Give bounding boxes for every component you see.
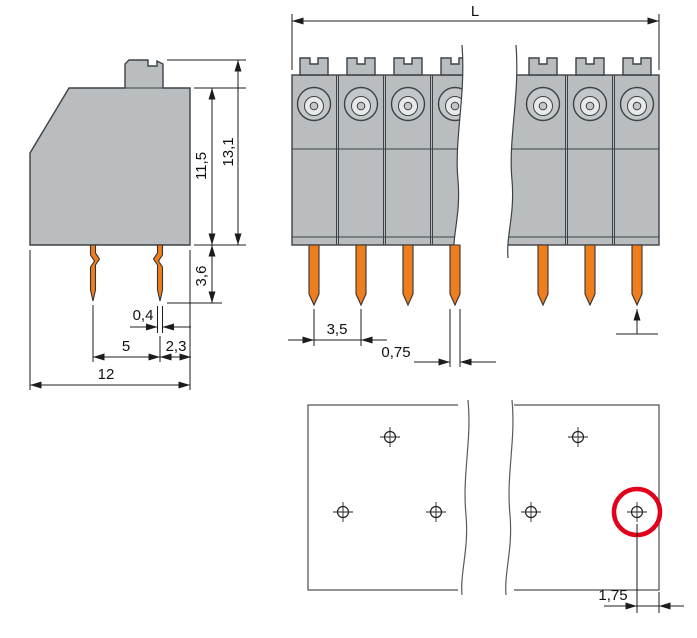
clamp-port <box>296 86 332 122</box>
latch-tab <box>299 57 329 76</box>
dim-label-overall-length: L <box>471 3 479 20</box>
dim-label-pitch: 3,5 <box>327 321 348 338</box>
dim-label-pin-thickness: 0,4 <box>133 307 154 324</box>
solder-pin <box>402 244 414 306</box>
side-view: 11,5 13,1 3,6 0,4 5 2,3 12 <box>29 59 246 390</box>
solder-pin <box>355 244 367 306</box>
clamp-port <box>525 86 561 122</box>
front-view: L 3,5 0,75 <box>288 3 660 367</box>
dim-label-depth: 12 <box>98 366 115 383</box>
dim-hole-to-edge <box>604 524 684 613</box>
break-gap <box>458 400 514 595</box>
solder-pin <box>584 244 596 306</box>
clamp-port <box>390 86 426 122</box>
clamp-port <box>343 86 379 122</box>
unit-separators <box>336 75 615 245</box>
dim-label-pin-to-edge: 2,3 <box>166 338 187 355</box>
side-extension-lines <box>29 59 246 390</box>
clamp-port <box>619 86 655 122</box>
dim-label-pin-spacing: 5 <box>122 338 130 355</box>
solder-pin <box>537 244 549 306</box>
dim-label-pin-width: 0,75 <box>381 344 410 361</box>
housing-body <box>29 59 191 246</box>
dim-pitch <box>288 309 387 346</box>
solder-pin <box>449 244 461 306</box>
break-line <box>453 44 464 259</box>
solder-pin <box>152 244 164 302</box>
latch-tab <box>575 57 605 76</box>
break-line <box>505 399 514 596</box>
dim-label-total-height: 13,1 <box>220 137 237 166</box>
drilling-plan: 1,75 <box>307 399 684 613</box>
latch-tab <box>393 57 423 76</box>
front-feature-lines <box>292 148 659 238</box>
dim-pin-width <box>414 309 496 367</box>
solder-pin <box>631 244 643 306</box>
last-pin-reference <box>616 309 658 335</box>
dim-label-pin-protrusion: 3,6 <box>193 266 210 287</box>
clamp-port <box>572 86 608 122</box>
dim-label-hole-to-edge: 1,75 <box>598 587 627 604</box>
solder-pin <box>89 244 101 302</box>
side-vertical-dims <box>208 60 242 303</box>
solder-pin <box>308 244 320 306</box>
break-line <box>461 399 470 596</box>
break-gap <box>453 45 517 258</box>
dim-label-housing-height: 11,5 <box>193 152 210 180</box>
latch-tab <box>528 57 558 76</box>
latch-tab <box>622 57 652 76</box>
latch-tab <box>346 57 376 76</box>
break-line <box>507 44 518 259</box>
dim-overall-length <box>291 14 660 70</box>
